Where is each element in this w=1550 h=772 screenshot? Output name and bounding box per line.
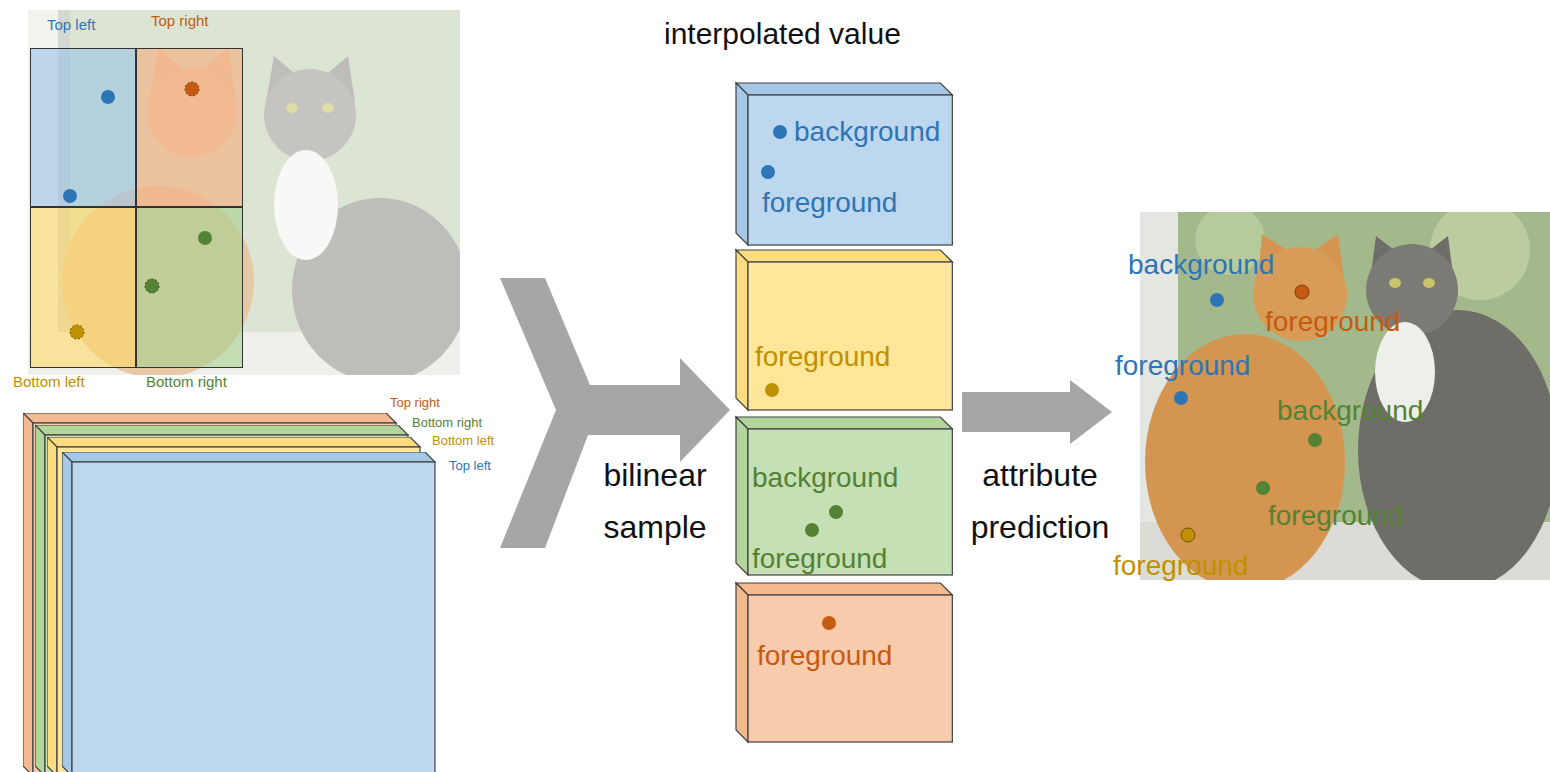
map-label: Top left — [47, 16, 95, 34]
sample-dot — [829, 505, 843, 519]
sample-dot — [1174, 391, 1188, 405]
point-label: foreground — [1115, 349, 1250, 383]
box-front-face — [748, 595, 952, 742]
box-top-face — [62, 452, 435, 462]
photo-fade — [28, 10, 460, 375]
box-top-face — [23, 413, 396, 423]
map-label: Bottom left — [13, 373, 85, 391]
map-label: Bottom right — [146, 373, 227, 391]
sample-dot — [1295, 285, 1309, 299]
box-side-face — [23, 413, 33, 772]
grid-cell: Bottom right — [136, 207, 243, 368]
sample-dot — [822, 616, 836, 630]
box-front-face — [72, 462, 435, 772]
quadrant-tint — [136, 48, 243, 207]
quadrant-tint — [30, 207, 136, 368]
attribute-text: background — [752, 461, 898, 495]
box-top-face — [736, 583, 952, 595]
box-front-face — [748, 262, 952, 410]
value-box: foreground — [736, 583, 952, 742]
quadrant-tint — [30, 48, 136, 207]
attribute-text: foreground — [755, 340, 890, 374]
box-front-face — [748, 429, 952, 575]
box-outline — [62, 452, 437, 772]
point-label: foreground — [1113, 549, 1248, 583]
grid-cell: Top right — [136, 48, 243, 207]
box-top-face — [736, 417, 952, 429]
box-side-face — [47, 437, 57, 772]
cat-photo-left — [28, 10, 460, 375]
sample-dot — [1308, 433, 1322, 447]
point-label: foreground — [1268, 499, 1403, 533]
sample-dot — [773, 125, 787, 139]
column-heading: interpolated value — [664, 16, 901, 52]
quadrant-tint — [136, 207, 243, 368]
photo-ground — [28, 10, 460, 375]
sample-dot — [101, 90, 115, 104]
box-side-face — [35, 425, 45, 772]
sample-dot — [145, 279, 159, 293]
sample-dot — [1256, 481, 1270, 495]
point-label: background — [1128, 248, 1274, 282]
value-box: foreground — [736, 250, 952, 410]
box-top-face — [736, 250, 952, 262]
sample-dot — [198, 231, 212, 245]
arrow-label: bilinear sample — [585, 449, 725, 553]
sample-dot — [761, 165, 775, 179]
flow-arrow — [962, 380, 1112, 444]
sample-dot — [63, 189, 77, 203]
box-side-face — [62, 452, 72, 772]
grey-cat-body — [1358, 310, 1550, 580]
sample-dot — [765, 383, 779, 397]
cat-eye — [1389, 278, 1401, 288]
map-label: Top right — [390, 395, 440, 411]
box-top-face — [35, 425, 408, 435]
sample-dot — [1210, 293, 1224, 307]
value-box: background foreground — [736, 417, 952, 575]
grid-cell: Top left — [30, 48, 136, 207]
box-top-face — [736, 83, 952, 95]
box-front-face — [748, 95, 952, 245]
box-top-face — [47, 437, 420, 447]
value-box: background foreground — [736, 83, 952, 245]
point-label: foreground — [1265, 305, 1400, 339]
attribute-text: foreground — [752, 542, 887, 576]
box-side-face — [736, 83, 748, 245]
box-side-face — [736, 583, 748, 742]
sample-dot — [805, 523, 819, 537]
sample-dot — [185, 82, 199, 96]
box-side-face — [736, 250, 748, 410]
map-label: Top right — [151, 12, 209, 30]
box-side-face — [736, 417, 748, 575]
sample-dot — [70, 325, 84, 339]
attribute-text: background — [794, 115, 940, 149]
point-label: background — [1277, 394, 1423, 428]
map-label: Bottom left — [432, 433, 494, 449]
feature-map: Top left — [62, 452, 435, 772]
map-label: Bottom right — [412, 415, 482, 431]
grid-cell: Bottom left — [30, 207, 136, 368]
attribute-text: foreground — [757, 639, 892, 673]
box-outline — [736, 250, 954, 412]
merge-arrow — [500, 278, 730, 548]
sample-dot — [1181, 528, 1195, 542]
attribute-text: foreground — [762, 186, 897, 220]
box-outline — [736, 83, 954, 247]
cat-eye — [1423, 278, 1435, 288]
arrow-label: attribute prediction — [955, 449, 1125, 553]
map-label: Top left — [449, 458, 491, 474]
